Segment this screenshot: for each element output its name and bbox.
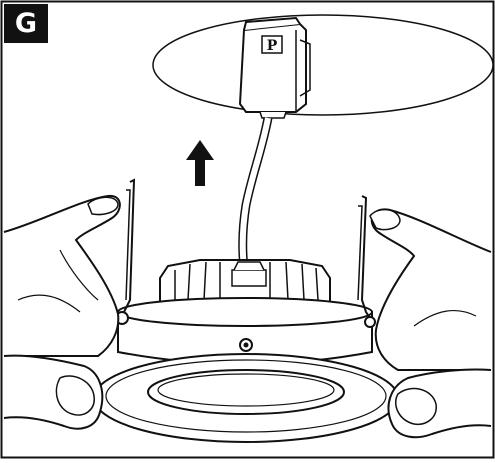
fixture-bezel	[93, 353, 399, 443]
left-hand	[3, 194, 121, 430]
brand-logo-frame	[261, 35, 283, 54]
right-hand	[369, 208, 492, 439]
ceiling-opening	[152, 14, 494, 116]
fixture-heatsink	[159, 259, 331, 303]
right-spring-clip	[357, 195, 376, 328]
step-label-badge: G	[4, 4, 48, 43]
driver-box	[238, 16, 311, 119]
brand-logo-letter: P	[267, 38, 278, 54]
fixture-trim-ring	[117, 297, 373, 365]
up-arrow-icon	[186, 140, 214, 186]
